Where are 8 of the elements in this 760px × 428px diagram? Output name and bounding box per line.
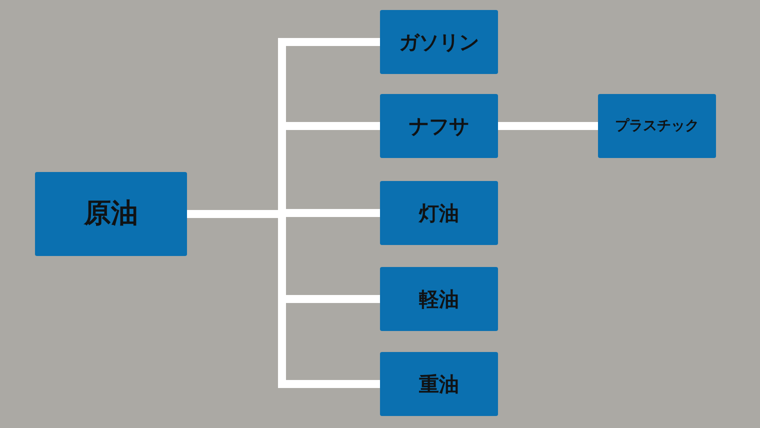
connector-line xyxy=(498,122,598,130)
process-box: 軽油 xyxy=(380,267,498,331)
process-box: ナフサ xyxy=(380,94,498,158)
process-box: 原油 xyxy=(35,172,187,256)
process-box: プラスチック xyxy=(598,94,716,158)
process-box: ガソリン xyxy=(380,10,498,74)
process-box: 重油 xyxy=(380,352,498,416)
process-box: 灯油 xyxy=(380,181,498,245)
